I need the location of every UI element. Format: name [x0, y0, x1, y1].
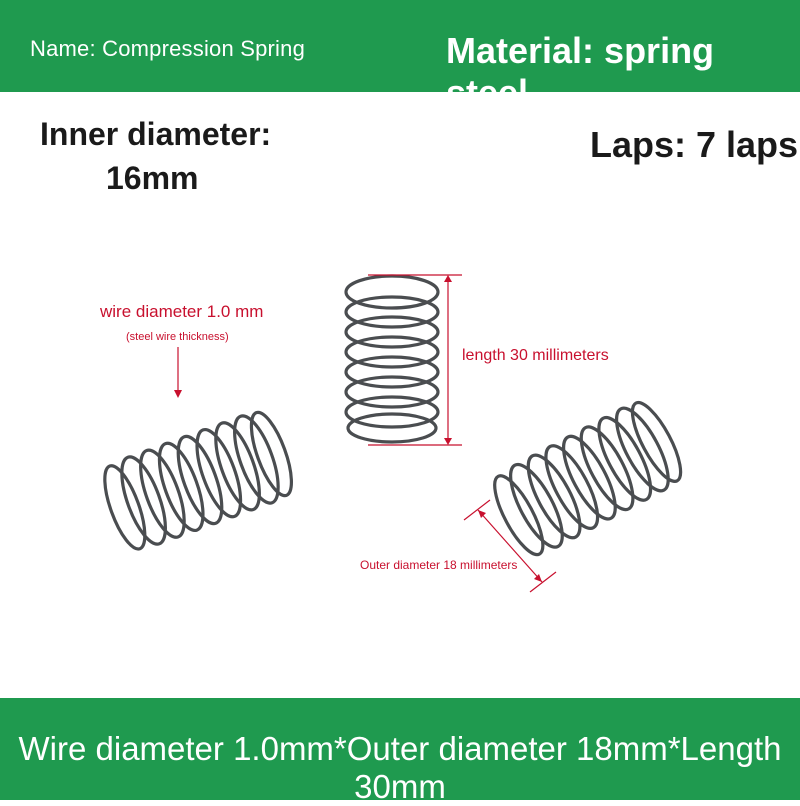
footer-banner	[0, 698, 800, 800]
material-label: Material: spring steel	[446, 30, 715, 113]
upright-spring-image	[344, 274, 440, 444]
laps-spec: Laps: 7 laps	[590, 124, 799, 165]
inner-diameter-label: Inner diameter:	[40, 116, 272, 152]
wire-diameter-label: wire diameter 1.0 mm	[100, 302, 264, 321]
product-name: Name: Compression Spring	[30, 36, 306, 61]
wire-diameter-arrow	[174, 347, 182, 398]
right-spring-image	[493, 400, 683, 557]
outer-diameter-dimension-line	[463, 499, 557, 593]
outer-diameter-label: Outer diameter 18 millimeters	[360, 558, 518, 572]
inner-diameter-value: 16mm	[106, 160, 199, 196]
header-banner: Name: Compression Spring Material: sprin…	[0, 0, 800, 113]
spec-summary: Wire diameter 1.0mm*Outer diameter 18mm*…	[18, 730, 782, 805]
wire-thickness-note: (steel wire thickness)	[126, 331, 229, 343]
length-dimension-line	[368, 274, 462, 446]
left-spring-image	[103, 410, 294, 551]
inner-diameter-spec: Inner diameter: 16mm	[40, 112, 280, 200]
length-label: length 30 millimeters	[462, 347, 609, 364]
